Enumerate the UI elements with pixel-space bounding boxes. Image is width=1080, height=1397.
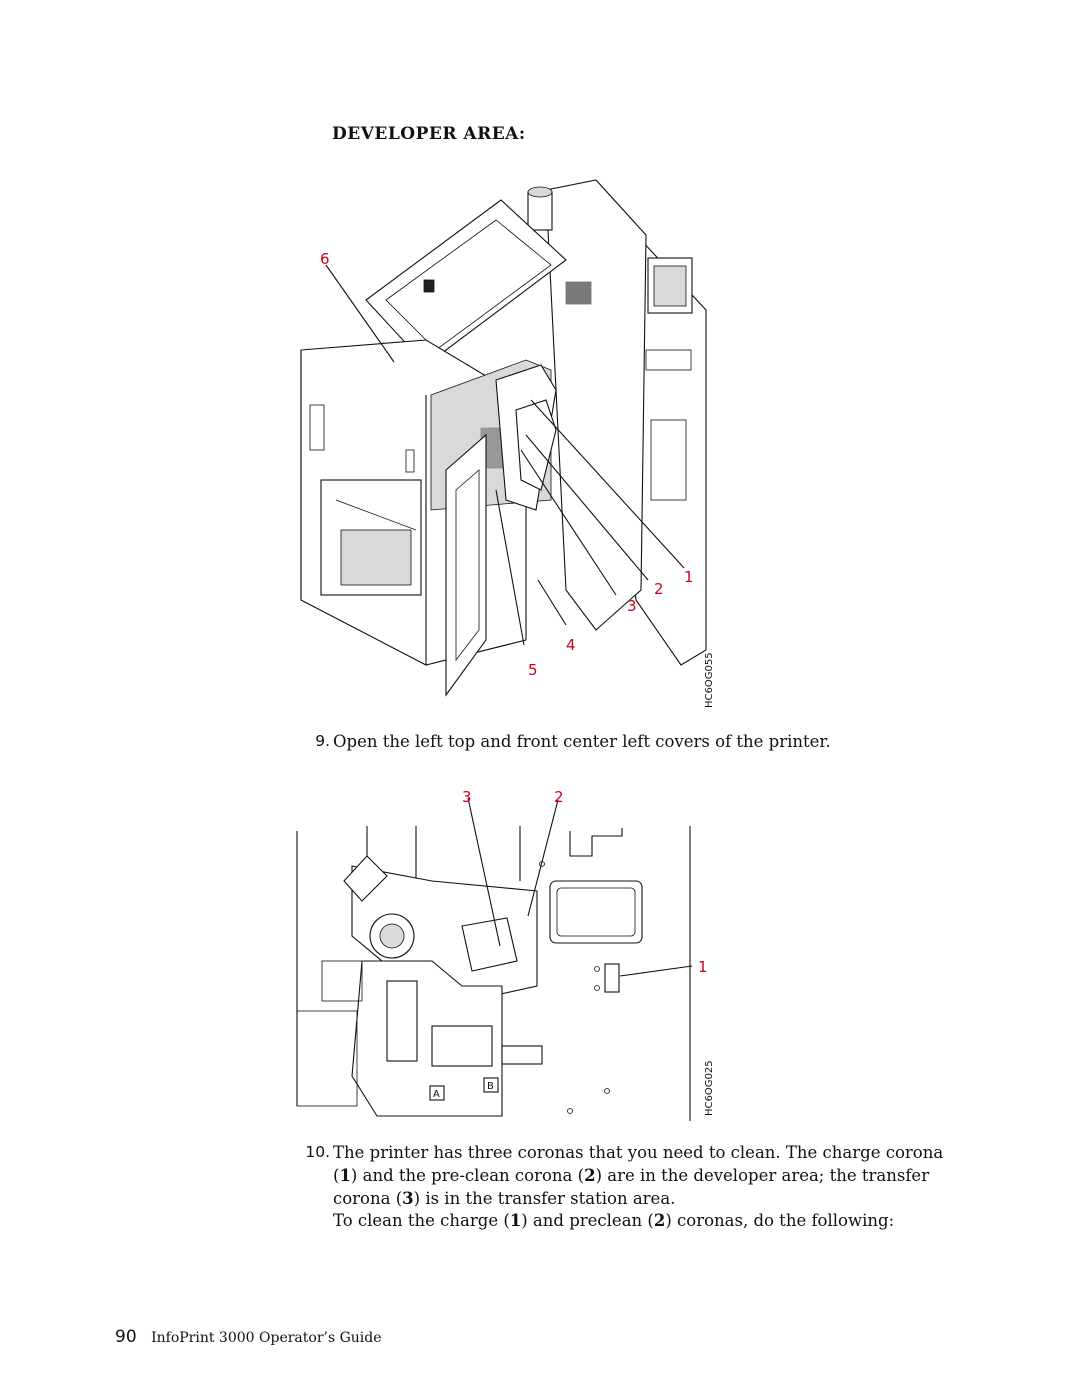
instruction-paragraph: To clean the charge (1) and preclean (2)… — [333, 1211, 895, 1230]
page-number: 90 — [115, 1327, 137, 1347]
callout-3: 3 — [462, 788, 472, 806]
callout-1: 1 — [684, 568, 694, 586]
callout-2: 2 — [554, 788, 564, 806]
step-text: Open the left top and front center left … — [333, 732, 831, 751]
callout-5: 5 — [528, 661, 538, 679]
section-heading: DEVELOPER AREA: — [332, 124, 526, 144]
step-number: 9. — [315, 732, 330, 750]
printer-overview-illustration: 6 1 2 3 4 5 HC6OG055 — [296, 170, 736, 715]
callout-1: 1 — [698, 958, 708, 976]
callout-6: 6 — [320, 250, 330, 268]
document-title: InfoPrint 3000 Operator’s Guide — [151, 1330, 382, 1346]
step-text: The printer has three coronas that you n… — [333, 1143, 944, 1208]
callout-2: 2 — [654, 580, 664, 598]
panel-label-a: A — [433, 1089, 440, 1100]
page-footer: 90 InfoPrint 3000 Operator’s Guide — [115, 1327, 382, 1347]
callout-3: 3 — [627, 597, 637, 615]
callout-4: 4 — [566, 636, 576, 654]
panel-label-b: B — [487, 1081, 494, 1092]
step-number: 10. — [305, 1143, 330, 1161]
corona-detail-illustration: A B 3 2 1 HC6OG025 — [292, 786, 724, 1126]
figure-id: HC6OG055 — [704, 652, 715, 708]
figure-id: HC6OG025 — [704, 1060, 715, 1116]
